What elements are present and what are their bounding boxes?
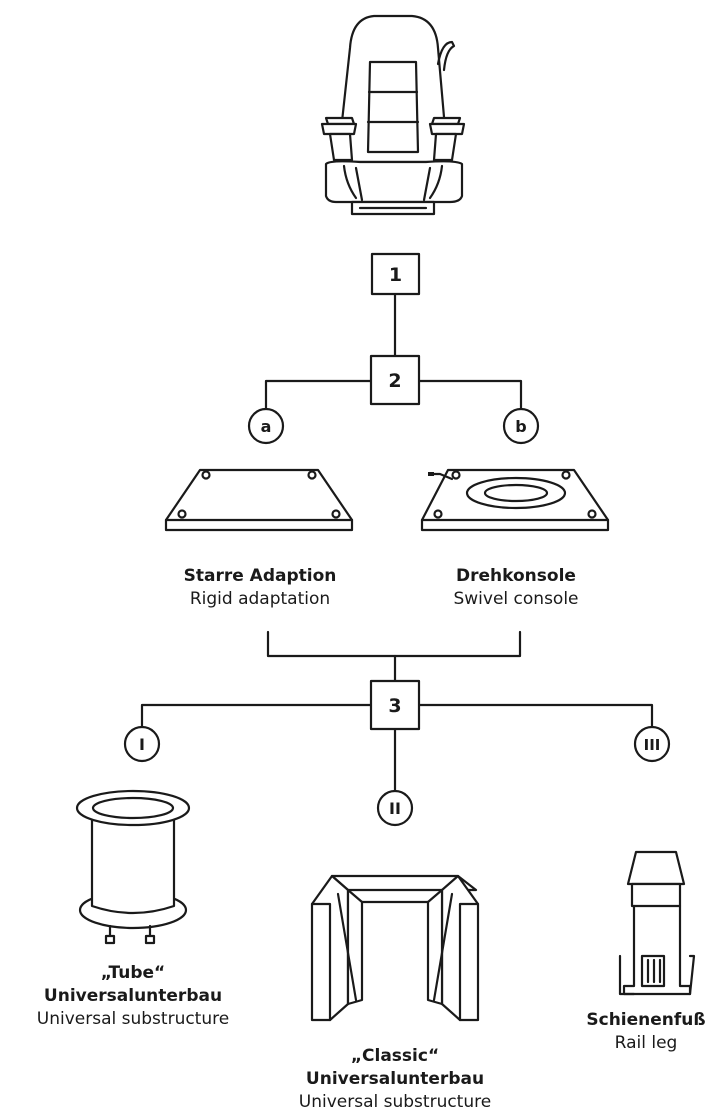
- tube-substructure-name: „Tube“: [100, 963, 166, 983]
- option-b-label: b: [515, 417, 526, 436]
- tube-substructure-subtitle: Universal substructure: [36, 1009, 230, 1029]
- rigid-adaptation-label: Starre Adaption Rigid adaptation: [160, 565, 360, 611]
- swivel-console-label: Drehkonsole Swivel console: [416, 565, 616, 611]
- step-3-label: 3: [388, 695, 401, 717]
- rigid-adaptation-subtitle: Rigid adaptation: [189, 589, 331, 609]
- option-III-label: III: [644, 736, 661, 754]
- swivel-console-subtitle: Swivel console: [453, 589, 579, 609]
- classic-substructure-label: „Classic“ Universalunterbau Universal su…: [270, 1045, 520, 1114]
- seat-illustration: [320, 14, 466, 216]
- rail-leg-title: Schienenfuß: [586, 1010, 706, 1030]
- option-circle-I: I: [123, 725, 161, 763]
- connector-lines: [140, 292, 654, 794]
- rigid-adaptation-plate-illustration: [164, 468, 354, 532]
- step-box-2: 2: [369, 354, 421, 406]
- swivel-console-title: Drehkonsole: [456, 566, 576, 586]
- classic-substructure-subtitle: Universal substructure: [298, 1092, 492, 1112]
- option-circle-III: III: [633, 725, 671, 763]
- tube-substructure-type: Universalunterbau: [43, 986, 223, 1006]
- tube-substructure-illustration: [75, 789, 191, 945]
- option-II-label: II: [389, 799, 401, 818]
- rail-leg-subtitle: Rail leg: [614, 1033, 678, 1053]
- rail-leg-illustration: [618, 850, 696, 996]
- swivel-console-illustration: [420, 468, 610, 532]
- step-2-label: 2: [388, 370, 401, 392]
- option-circle-a: a: [247, 407, 285, 445]
- tube-substructure-label: „Tube“ Universalunterbau Universal subst…: [8, 962, 258, 1031]
- classic-substructure-type: Universalunterbau: [305, 1069, 485, 1089]
- classic-substructure-illustration: [310, 874, 480, 1022]
- option-a-label: a: [261, 417, 272, 436]
- rigid-adaptation-title: Starre Adaption: [183, 566, 337, 586]
- step-1-label: 1: [389, 264, 402, 286]
- option-circle-b: b: [502, 407, 540, 445]
- step-box-1: 1: [370, 252, 421, 296]
- option-I-label: I: [139, 735, 145, 754]
- classic-substructure-name: „Classic“: [350, 1046, 440, 1066]
- option-circle-II: II: [376, 789, 414, 827]
- step-box-3: 3: [369, 679, 421, 731]
- rail-leg-label: Schienenfuß Rail leg: [576, 1009, 716, 1055]
